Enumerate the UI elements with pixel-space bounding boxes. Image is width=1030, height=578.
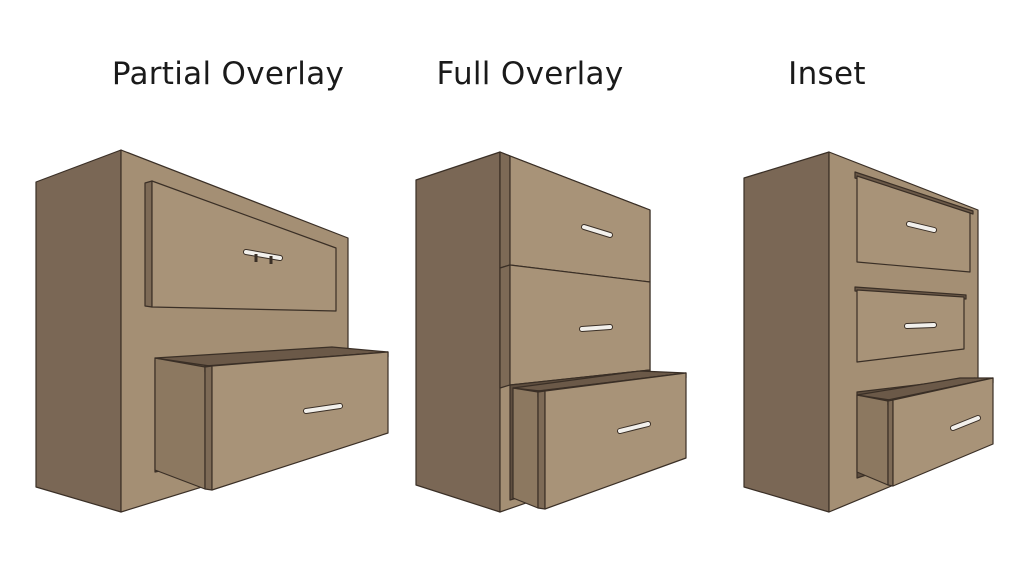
partial-overlay-title: Partial Overlay	[111, 56, 345, 92]
drawer-side	[154, 357, 206, 490]
handle-icon	[579, 324, 613, 332]
cabinet-side	[743, 151, 830, 513]
bottom-drawer-front	[544, 372, 687, 510]
upper-drawer-front	[151, 180, 337, 312]
drawer-edge	[204, 365, 213, 491]
handle-icon	[581, 224, 613, 238]
bottom-inset-drawer-front	[892, 377, 994, 487]
middle-drawer-front	[509, 264, 651, 386]
drawer-side	[512, 387, 539, 509]
handle-icon	[617, 421, 651, 434]
inset-cabinet	[743, 151, 994, 513]
cabinet-side	[35, 149, 122, 513]
handle-icon	[303, 403, 343, 414]
partial-overlay-cabinet	[35, 149, 389, 513]
handle-icon	[950, 415, 981, 431]
top-drawer-front	[509, 155, 651, 283]
handle-icon	[906, 221, 937, 233]
lower-drawer-front	[211, 351, 389, 491]
drawer-side	[856, 394, 889, 486]
handle-icon	[243, 249, 283, 264]
upper-drawer-edge	[144, 180, 153, 308]
top-inset-recess	[854, 171, 974, 215]
full-overlay-cabinet	[415, 151, 687, 513]
full-overlay-title: Full Overlay	[436, 56, 624, 92]
drawer-edge	[887, 399, 894, 487]
cabinet-side	[415, 151, 501, 513]
handle-icon	[904, 322, 937, 329]
top-drawer-edge	[499, 151, 511, 269]
drawer-edge	[537, 390, 546, 510]
middle-drawer-edge	[499, 264, 511, 389]
inset-title: Inset	[788, 56, 866, 92]
